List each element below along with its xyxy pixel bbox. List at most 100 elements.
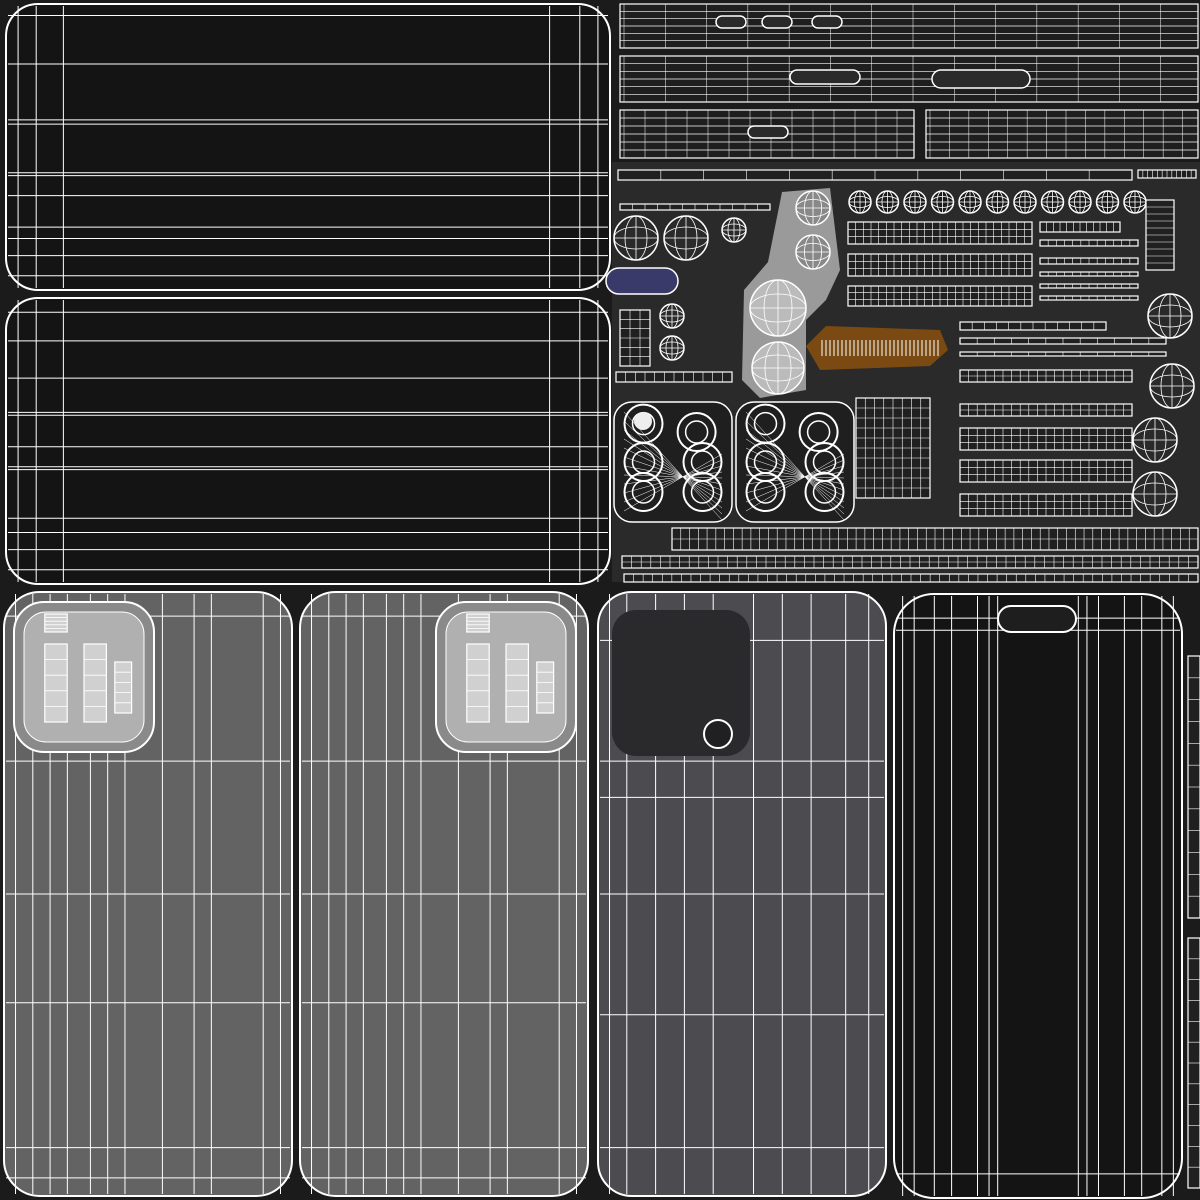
- wire-ellipse: [659, 309, 685, 323]
- wire-ellipse: [1074, 190, 1086, 214]
- wire-line: [745, 420, 845, 515]
- wire-ellipse: [991, 190, 1004, 214]
- wire-ellipse: [881, 190, 894, 214]
- pill-part: [811, 15, 843, 29]
- wire-line: [623, 438, 723, 503]
- wire-ellipse: [1041, 196, 1064, 208]
- wire-line: [745, 459, 845, 503]
- wire-line: [623, 453, 723, 512]
- wire-ellipse: [1068, 196, 1092, 208]
- wire-ellipse: [1132, 428, 1178, 452]
- back-panel-lower: [5, 297, 611, 585]
- wire-ellipse: [958, 196, 982, 208]
- speaker-ring: [745, 472, 786, 512]
- lens-slot: [536, 661, 555, 714]
- lens-slot: [114, 661, 133, 714]
- lens-slot: [83, 643, 107, 723]
- wire-ellipse: [613, 226, 659, 250]
- speaker-ring: [676, 412, 717, 452]
- pill-part: [761, 15, 793, 29]
- side-button: [605, 267, 679, 295]
- lens-slot: [466, 613, 490, 633]
- wire-ellipse: [854, 190, 866, 214]
- screen-front-dark: [893, 593, 1200, 1199]
- wire-line: [623, 459, 723, 503]
- lens-slot: [466, 643, 490, 723]
- wire-ellipse: [986, 196, 1009, 208]
- wire-ellipse: [936, 190, 949, 214]
- wire-line: [745, 456, 845, 491]
- parts-cluster: [605, 3, 1200, 583]
- wire-line: [745, 465, 845, 494]
- speaker-ring: [623, 403, 664, 444]
- speaker-core: [753, 480, 778, 504]
- speaker-plate: [613, 401, 733, 523]
- wire-ellipse: [1143, 471, 1167, 517]
- wire-line: [623, 447, 723, 497]
- pill-part: [747, 125, 789, 139]
- wire-line: [623, 474, 723, 479]
- flex-connector: [806, 326, 948, 370]
- wire-ellipse: [665, 303, 679, 329]
- wire-ellipse: [1132, 482, 1178, 506]
- wire-ellipse: [848, 196, 872, 208]
- wire-ellipse: [1149, 374, 1195, 398]
- wire-ellipse: [1158, 293, 1182, 339]
- speaker-core: [690, 480, 715, 504]
- pill-part: [789, 69, 861, 85]
- wire-line: [623, 456, 723, 491]
- wire-line: [745, 474, 845, 479]
- wire-line: [745, 438, 845, 503]
- wire-ellipse: [659, 341, 685, 355]
- panel-body: [5, 3, 611, 291]
- wire-ellipse: [1101, 190, 1114, 214]
- wire-ellipse: [931, 196, 954, 208]
- wire-ellipse: [804, 234, 822, 270]
- speaker-plate: [735, 401, 855, 523]
- wire-ellipse: [909, 190, 921, 214]
- lens-slot: [505, 643, 529, 723]
- speaker-ring: [745, 403, 786, 444]
- camera-hole: [703, 719, 733, 749]
- speaker-ring: [798, 412, 839, 452]
- pill-part: [931, 69, 1031, 89]
- wire-ellipse: [721, 223, 747, 237]
- wire-ellipse: [763, 279, 793, 337]
- wire-ellipse: [1013, 196, 1037, 208]
- lens-slot: [44, 643, 68, 723]
- wire-line: [623, 420, 723, 515]
- back-glass-slate: [597, 591, 887, 1197]
- flash-dot: [634, 412, 652, 430]
- speaker-ring: [623, 472, 664, 512]
- wire-ellipse: [1143, 417, 1167, 463]
- wire-ellipse: [795, 199, 831, 217]
- wire-ellipse: [795, 243, 831, 261]
- wire-ellipse: [665, 335, 679, 361]
- wire-ellipse: [1019, 190, 1031, 214]
- speaker-ring: [682, 472, 723, 512]
- pill-part: [715, 15, 747, 29]
- wire-ellipse: [727, 217, 741, 243]
- lens-slot: [44, 613, 68, 633]
- wire-ellipse: [1046, 190, 1059, 214]
- wire-ellipse: [749, 293, 807, 323]
- back-glass-grey-2: [299, 591, 589, 1197]
- wire-ellipse: [751, 354, 805, 382]
- wire-ellipse: [764, 341, 792, 395]
- wire-ellipse: [624, 215, 648, 261]
- speaker-core: [753, 411, 778, 436]
- back-glass-grey: [3, 591, 293, 1197]
- wire-ellipse: [1147, 304, 1193, 328]
- wire-ellipse: [1129, 190, 1141, 214]
- wire-ellipse: [674, 215, 698, 261]
- speaker-core: [631, 480, 656, 504]
- wire-ellipse: [1096, 196, 1119, 208]
- wire-line: [745, 453, 845, 512]
- back-panel-upper: [5, 3, 611, 291]
- wire-line: [623, 465, 723, 494]
- wire-ellipse: [804, 190, 822, 226]
- wire-line: [745, 447, 845, 497]
- wire-ellipse: [964, 190, 976, 214]
- dynamic-island: [997, 605, 1077, 633]
